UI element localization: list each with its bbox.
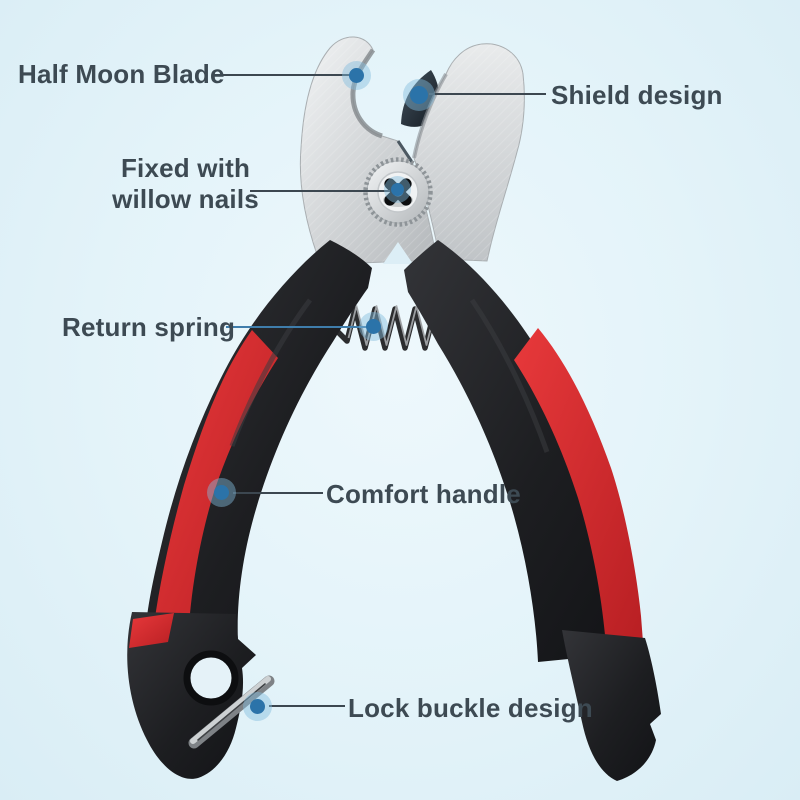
right-jaw xyxy=(412,43,525,262)
blade-seam xyxy=(396,140,414,163)
left-handle xyxy=(144,240,372,664)
pivot-notch xyxy=(383,242,413,264)
left-cap-red-band xyxy=(129,613,174,648)
right-grip-red xyxy=(514,328,643,646)
lock-buckle-wire xyxy=(188,675,275,749)
left-end-cap xyxy=(127,612,256,779)
handle-hole xyxy=(187,654,235,702)
right-end-cap xyxy=(562,630,661,781)
right-handle xyxy=(404,240,643,662)
